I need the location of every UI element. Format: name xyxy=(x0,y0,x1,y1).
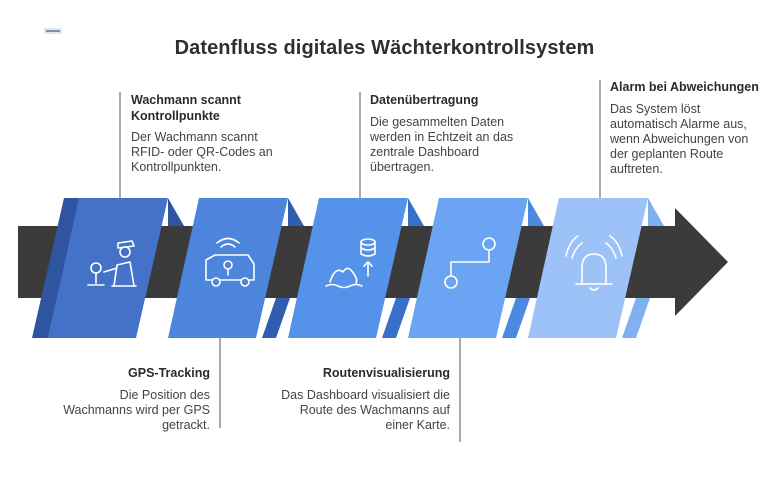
alarm-bell-icon xyxy=(565,235,623,291)
step-3-title: Datenübertragung xyxy=(370,93,479,107)
logo-icon xyxy=(44,28,62,34)
gps-vehicle-icon xyxy=(205,237,255,287)
step-2-panel xyxy=(168,198,304,338)
step-1-title: Wachmann scannt Kontrollpunkte xyxy=(131,93,241,123)
step-5-panel xyxy=(528,198,664,338)
step-2-title: GPS-Tracking xyxy=(128,366,210,380)
step-4-text: Das Dashboard visualisiert die Route des… xyxy=(281,388,450,432)
data-upload-icon xyxy=(325,238,376,289)
step-3-text: Die gesammelten Daten werden in Echtzeit… xyxy=(370,115,514,174)
step-5-title: Alarm bei Abweichungen xyxy=(610,80,759,94)
step-5-text: Das System löst automatisch Alarme aus, … xyxy=(610,102,749,176)
step-2-text: Die Position des Wachmanns wird per GPS … xyxy=(63,388,210,432)
page-title: Datenfluss digitales Wächterkontrollsyst… xyxy=(174,37,595,59)
step-1-panel xyxy=(32,198,184,338)
route-icon xyxy=(444,237,496,289)
step-4-title: Routenvisualisierung xyxy=(322,366,450,380)
step-4-panel xyxy=(408,198,544,338)
guard-scanning-icon xyxy=(87,240,137,287)
step-1-text: Der Wachmann scannt RFID- oder QR-Codes … xyxy=(131,130,273,174)
